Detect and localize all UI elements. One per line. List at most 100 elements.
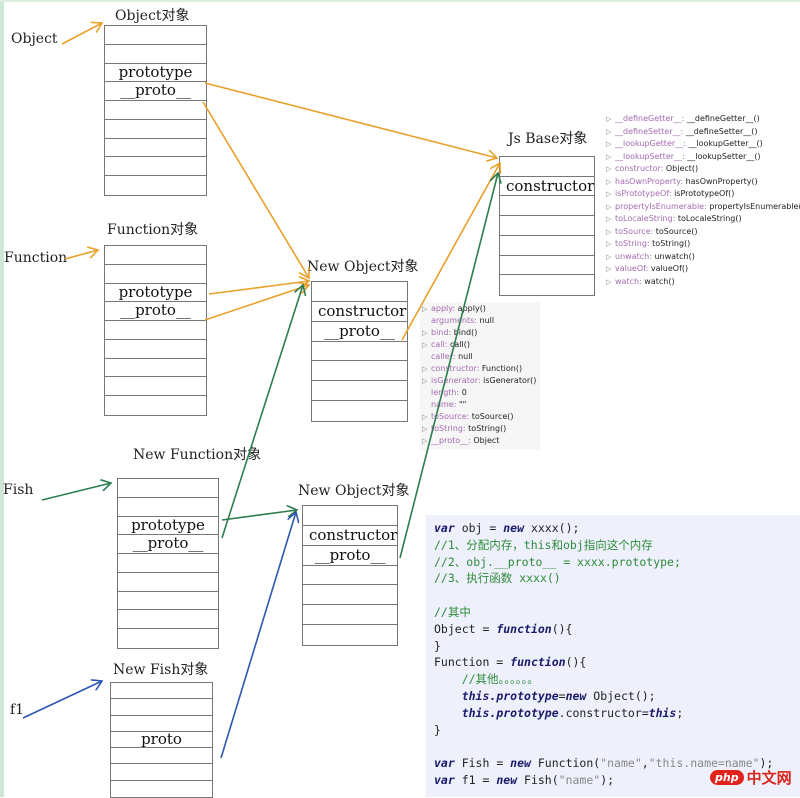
cell-empty <box>303 605 397 626</box>
new-object-box-title: New Object对象 <box>307 259 419 275</box>
cell-empty <box>500 275 594 295</box>
prop-value: null <box>479 316 495 325</box>
expand-triangle-icon[interactable]: ▷ <box>606 140 612 148</box>
cell-empty <box>312 381 407 402</box>
prop-row[interactable]: ▷isGenerator: isGenerator() <box>422 375 536 387</box>
expand-triangle-icon[interactable]: ▷ <box>422 341 428 349</box>
code-line <box>434 738 800 755</box>
prop-row[interactable]: ▷propertyIsEnumerable: propertyIsEnumera… <box>606 201 800 214</box>
expand-triangle-icon[interactable]: ▷ <box>606 202 612 211</box>
code-token: Object = <box>434 621 497 636</box>
cell-empty <box>312 361 407 382</box>
prop-value: isGenerator() <box>483 376 537 385</box>
prop-row[interactable]: ▷toString: toString() <box>606 238 800 251</box>
expand-triangle-icon[interactable]: ▷ <box>606 252 612 261</box>
prop-row[interactable]: ▷__defineGetter__: __defineGetter__() <box>606 113 800 126</box>
expand-triangle-icon[interactable]: ▷ <box>606 152 612 161</box>
expand-triangle-icon[interactable]: ▷ <box>422 437 428 445</box>
watermark-logo: php 中文网 <box>710 767 792 788</box>
expand-triangle-icon[interactable]: ▷ <box>422 305 428 313</box>
expand-triangle-icon[interactable]: ▷ <box>606 115 612 123</box>
code-line: } <box>434 722 800 739</box>
prop-row[interactable]: ▷isPrototypeOf: isPrototypeOf() <box>606 188 800 201</box>
prop-row[interactable]: ▷valueOf: valueOf() <box>606 263 800 276</box>
expand-triangle-icon[interactable]: ▷ <box>422 329 428 337</box>
expand-triangle-icon[interactable]: ▷ <box>606 265 612 273</box>
prop-key: caller: <box>431 352 459 361</box>
prop-value: "" <box>458 400 467 409</box>
code-token: this.prototype <box>461 705 559 720</box>
prop-row[interactable]: ▷constructor: Object() <box>606 163 800 176</box>
arrow-function-prototype-to-new-object <box>208 281 309 295</box>
prop-row[interactable]: ▷constructor: Function() <box>422 363 536 375</box>
prop-row[interactable]: ▷__proto__: Object <box>422 435 536 447</box>
prop-row[interactable]: ▷call: call() <box>422 339 536 351</box>
prop-row[interactable]: ▷watch: watch() <box>606 276 800 289</box>
code-token: var <box>434 521 455 535</box>
expand-triangle-icon[interactable]: ▷ <box>606 165 612 173</box>
cell-empty <box>105 246 206 265</box>
code-token: ); <box>759 756 774 771</box>
code-token: (){ <box>551 621 573 636</box>
prop-key: __defineGetter__: <box>615 114 687 123</box>
code-token <box>434 672 462 686</box>
prop-key: watch: <box>615 276 645 286</box>
cell-empty <box>105 157 206 177</box>
expand-triangle-icon[interactable]: ▷ <box>606 177 612 186</box>
prop-value: toSource() <box>471 412 514 421</box>
code-line: Object = function(){ <box>434 621 800 638</box>
watermark-text: 中文网 <box>746 769 792 787</box>
new-object-box: constructor__proto__ <box>311 281 408 422</box>
expand-triangle-icon[interactable]: ▷ <box>606 215 612 223</box>
prop-key: toSource: <box>615 226 656 236</box>
code-token: "name" <box>558 772 601 787</box>
prop-value: toString() <box>652 239 691 248</box>
prop-row[interactable]: ▷toString: toString() <box>422 423 536 435</box>
expand-triangle-icon[interactable]: ▷ <box>422 377 428 385</box>
cell-empty <box>105 265 206 284</box>
prop-key: __lookupSetter__: <box>615 151 688 161</box>
cell-empty <box>105 321 206 340</box>
arrow-f1-var-to-new-fish <box>22 681 102 719</box>
expand-triangle-icon[interactable]: ▷ <box>606 127 612 136</box>
var-label-function: Function <box>4 250 68 266</box>
prop-row[interactable]: ▷bind: bind() <box>422 327 536 339</box>
expand-triangle-icon[interactable]: ▷ <box>422 365 428 373</box>
prop-row[interactable]: ▷__lookupGetter__: __lookupGetter__() <box>606 138 800 151</box>
var-label-f1: f1 <box>10 702 25 718</box>
object-box: prototype__proto__ <box>104 25 207 196</box>
code-token: } <box>434 722 441 737</box>
code-token: function <box>510 655 566 670</box>
expand-triangle-icon[interactable]: ▷ <box>606 240 612 248</box>
object-prototype-props: ▷__defineGetter__: __defineGetter__()▷__… <box>606 113 800 288</box>
prop-row[interactable]: ▷toSource: toSource() <box>606 226 800 239</box>
code-line: var obj = new xxxx(); <box>434 520 800 537</box>
cell-empty <box>118 629 218 648</box>
code-line <box>434 587 800 604</box>
prop-row: length: 0 <box>422 387 536 399</box>
cell-empty <box>118 592 218 611</box>
prop-row[interactable]: ▷__defineSetter__: __defineSetter__() <box>606 126 800 139</box>
expand-triangle-icon[interactable]: ▷ <box>422 425 428 433</box>
object-box-title: Object对象 <box>115 8 190 24</box>
code-token: ; <box>676 705 684 720</box>
prop-row[interactable]: ▷unwatch: unwatch() <box>606 251 800 264</box>
prop-value: null <box>458 352 473 361</box>
prop-row[interactable]: ▷apply: apply() <box>422 303 536 315</box>
prop-value: toLocaleString() <box>677 214 742 223</box>
expand-triangle-icon[interactable]: ▷ <box>606 190 612 198</box>
new-function-box-title: New Function对象 <box>133 447 262 463</box>
expand-triangle-icon[interactable]: ▷ <box>606 227 612 236</box>
prop-key: name: <box>431 400 459 409</box>
prop-key: __proto__: <box>431 436 474 445</box>
expand-triangle-icon[interactable]: ▷ <box>422 413 428 421</box>
expand-triangle-icon[interactable]: ▷ <box>606 277 612 286</box>
prop-row[interactable]: ▷toSource: toSource() <box>422 411 536 423</box>
prop-row[interactable]: ▷hasOwnProperty: hasOwnProperty() <box>606 176 800 189</box>
prop-value: __defineSetter__() <box>685 126 758 136</box>
cell-empty <box>303 625 397 645</box>
cell-empty <box>105 340 206 359</box>
new-fish-box: __proto__ <box>110 682 213 798</box>
prop-row[interactable]: ▷__lookupSetter__: __lookupSetter__() <box>606 151 800 164</box>
prop-row[interactable]: ▷toLocaleString: toLocaleString() <box>606 213 800 226</box>
